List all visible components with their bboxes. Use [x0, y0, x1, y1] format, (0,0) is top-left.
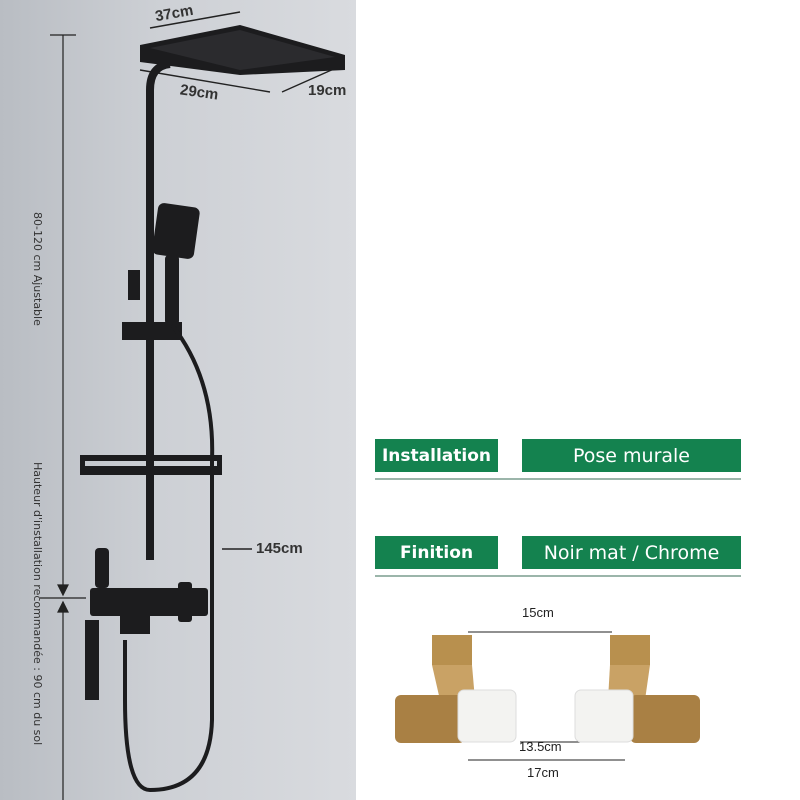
shower-shelf: [80, 455, 222, 475]
mixer-valve: [85, 548, 208, 700]
spec-label-installation: Installation: [375, 439, 498, 472]
divider: [375, 575, 741, 577]
spec-label-finition: Finition: [375, 536, 498, 569]
head-dimension-arrows: [139, 11, 337, 93]
head-thickness-label: 19cm: [308, 82, 347, 99]
divider: [375, 478, 741, 480]
brass-fitting-right: [574, 635, 700, 743]
rail-adjustable-label: 80-120 cm Ajustable: [31, 212, 44, 326]
fitting-inner-distance: 13.5cm: [519, 739, 562, 754]
shower-head-face: [150, 30, 335, 70]
brass-fitting-left: [395, 635, 517, 743]
fitting-outer-distance: 17cm: [527, 765, 559, 780]
spec-value-finition: Noir mat / Chrome: [522, 536, 741, 569]
wall-background: [0, 0, 356, 800]
shower-rail: [146, 60, 171, 560]
height-dimension-line: [40, 34, 86, 800]
hose-length-label: 145cm: [256, 540, 303, 557]
spec-value-installation: Pose murale: [522, 439, 741, 472]
fittings-dimensions: [468, 631, 625, 761]
hand-shower: [122, 203, 200, 340]
fitting-top-distance: 15cm: [522, 605, 554, 620]
install-height-label: Hauteur d'installation recommandée : 90 …: [31, 462, 44, 746]
shower-hose: [123, 323, 215, 793]
